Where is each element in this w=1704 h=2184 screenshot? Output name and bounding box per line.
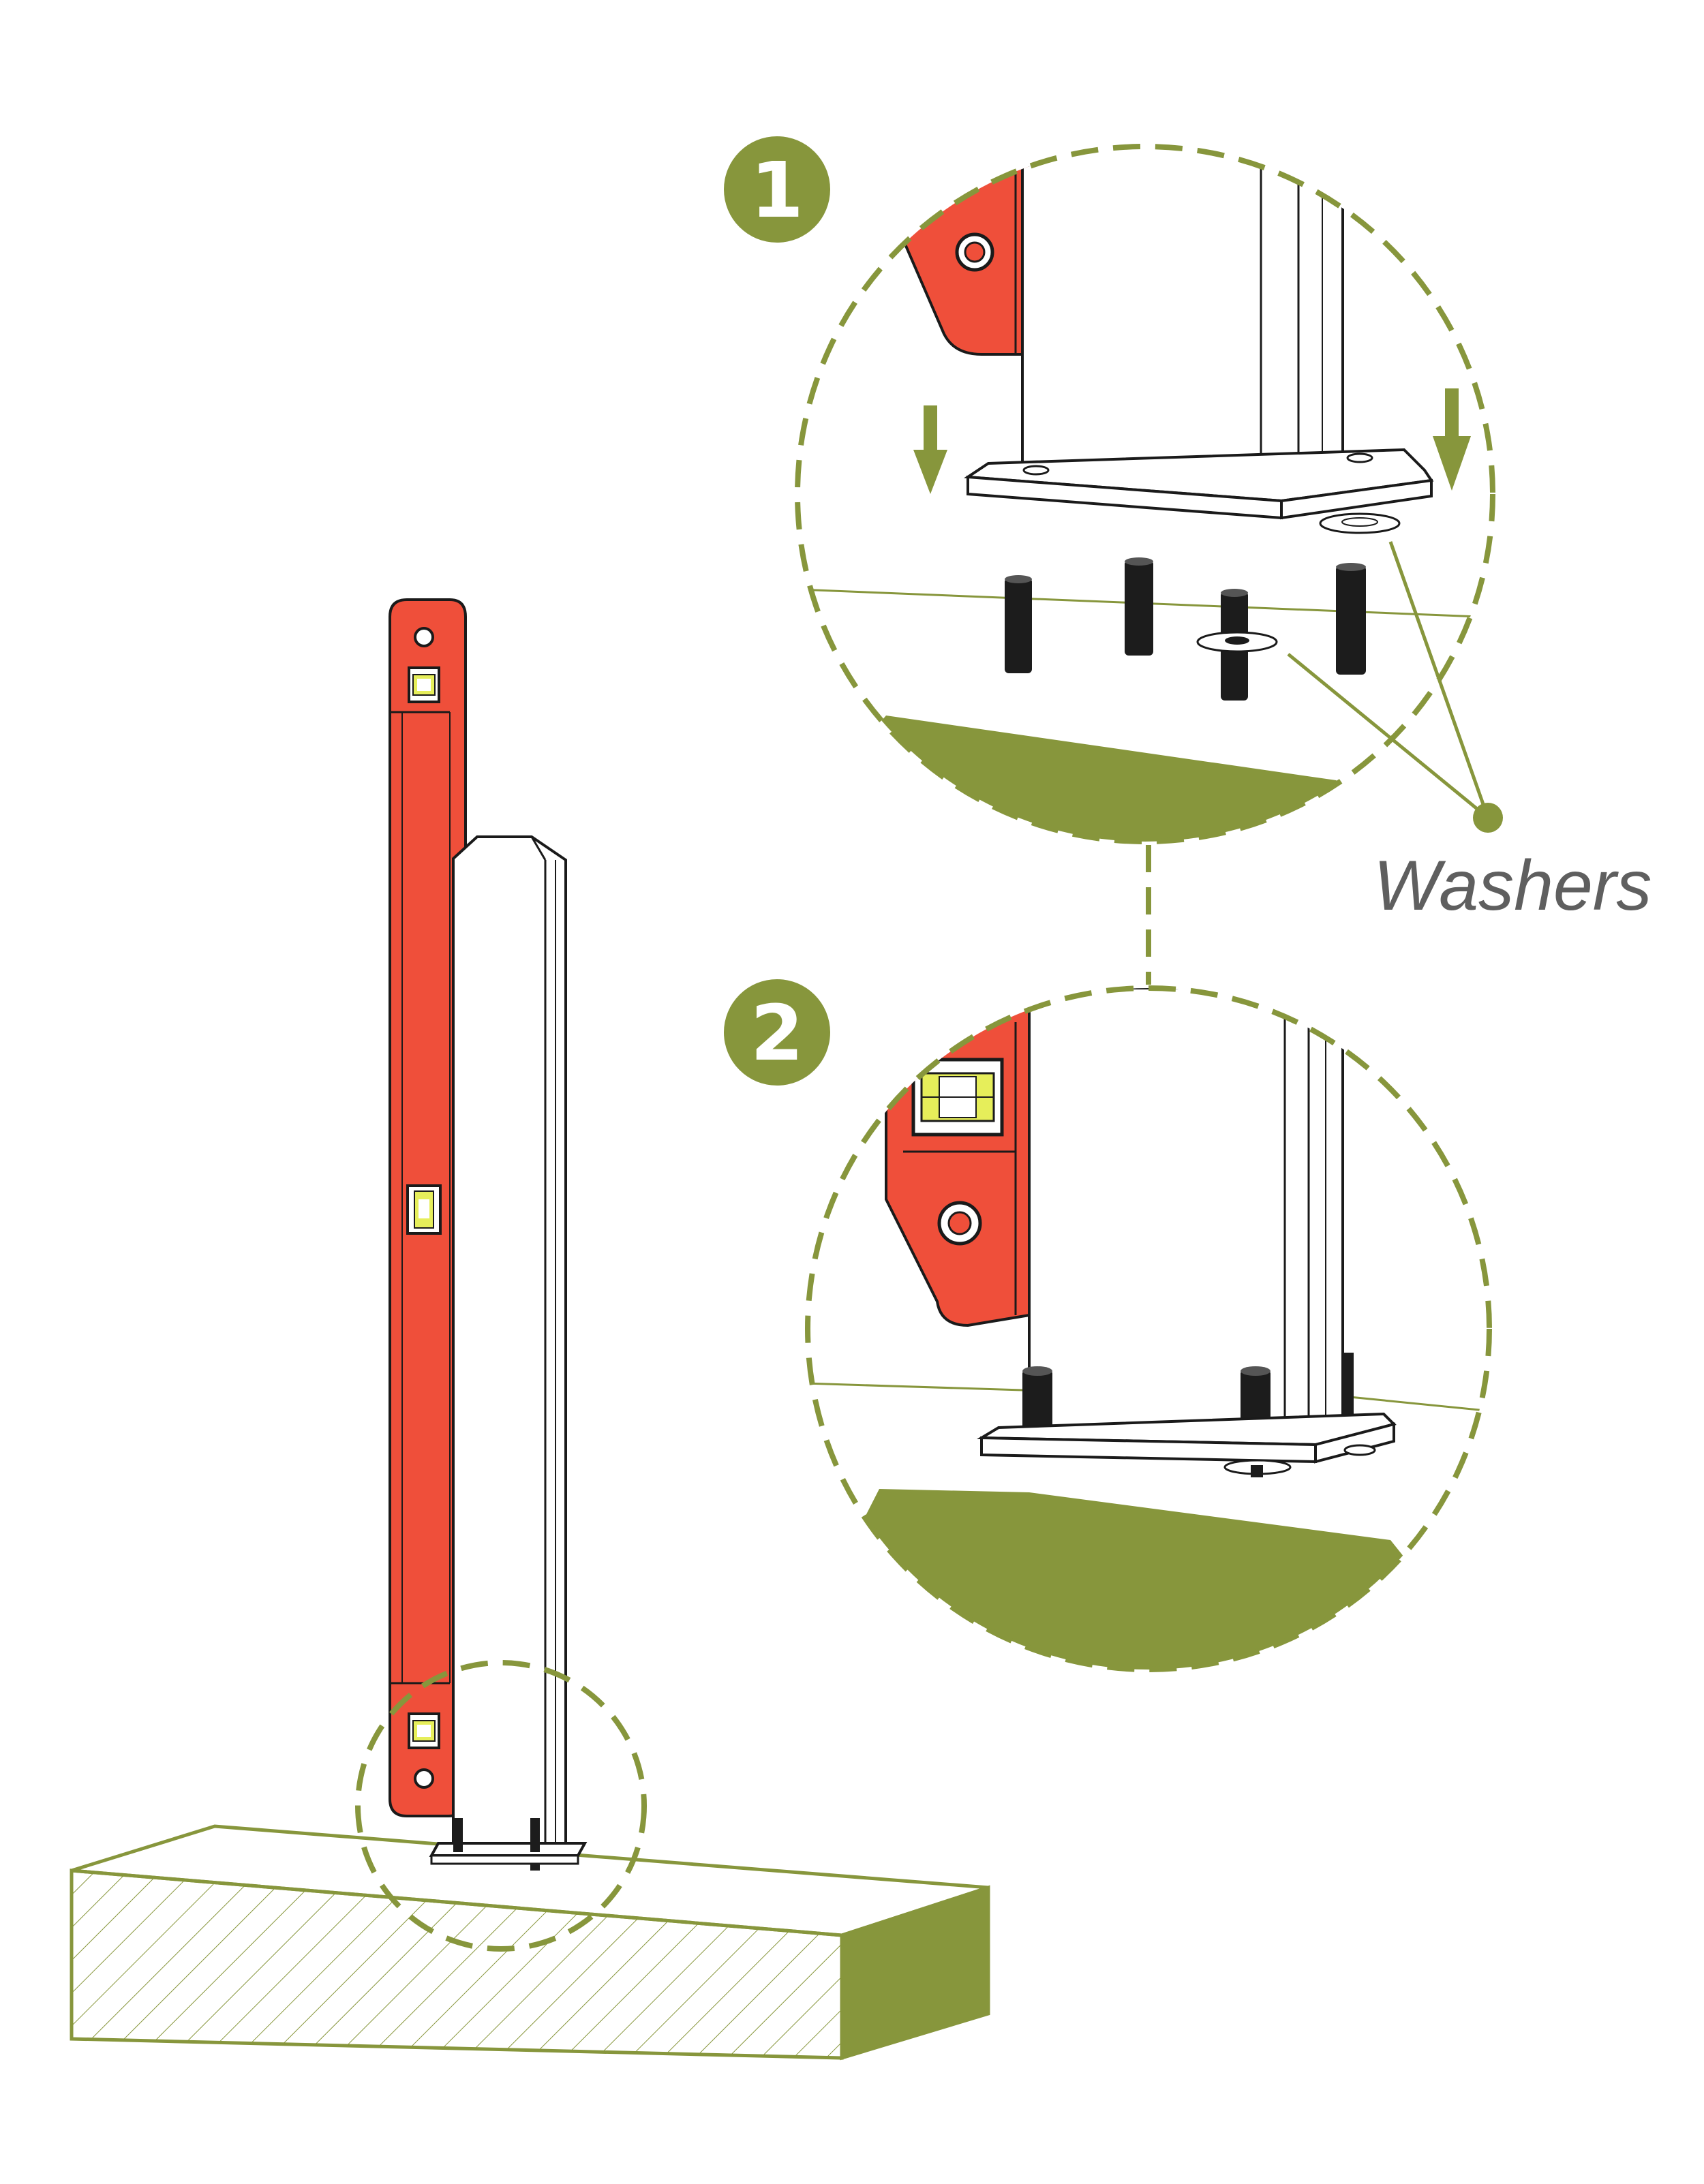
detail-circle: [795, 144, 1495, 844]
leader-line: [1287, 653, 1489, 819]
post: [1028, 988, 1344, 1432]
bolt: [453, 1818, 463, 1852]
spirit-level-edge: [898, 147, 1031, 356]
ground-surface: [808, 1489, 1489, 1670]
down-arrow-icon: [1433, 388, 1471, 491]
washers-label: Washers: [1373, 846, 1652, 925]
washer: [1319, 512, 1401, 534]
level-hang-hole: [414, 627, 434, 647]
bolt-hole: [1346, 452, 1373, 463]
bolt: [1251, 1465, 1263, 1477]
base-plate: [429, 1818, 588, 1871]
bolt-hole: [1022, 465, 1050, 476]
level-bubble-vial: [408, 1712, 440, 1749]
detail-circle: [805, 985, 1492, 1672]
detail-step-1: 1: [724, 136, 1495, 844]
bolt: [1336, 563, 1366, 675]
spirit-level-edge: [885, 988, 1031, 1327]
washer: [1196, 631, 1278, 653]
bolt: [1125, 557, 1153, 656]
down-arrow-icon: [913, 405, 947, 494]
washers-callout: Washers: [1287, 541, 1652, 925]
bolt: [530, 1864, 540, 1871]
level-bubble-vial: [911, 1058, 1004, 1137]
step-badge-1: 1: [724, 136, 830, 243]
step-number-2: 2: [750, 989, 804, 1078]
bolt: [1343, 1353, 1354, 1421]
detail-step-2: 2: [724, 979, 1492, 1672]
base-plate: [977, 1412, 1397, 1477]
main-scene: [70, 598, 990, 2061]
level-bubble-vial: [406, 1184, 442, 1235]
detail-callout-circle: [355, 1660, 647, 1952]
level-hang-hole: [414, 1768, 434, 1789]
step-number-1: 1: [750, 147, 804, 235]
base-plate: [964, 448, 1434, 520]
leader-line: [1388, 541, 1490, 818]
spirit-level: [389, 598, 467, 1817]
dot-icon: [1473, 803, 1503, 833]
bolt: [1022, 1366, 1052, 1438]
bolt: [530, 1818, 540, 1852]
deck-board: [70, 1824, 990, 2061]
post: [452, 835, 567, 1845]
step-badge-2: 2: [724, 979, 830, 1086]
level-bubble-vial: [408, 666, 440, 703]
post: [1021, 147, 1344, 465]
washer: [1343, 1444, 1376, 1456]
bolt: [1005, 575, 1032, 673]
